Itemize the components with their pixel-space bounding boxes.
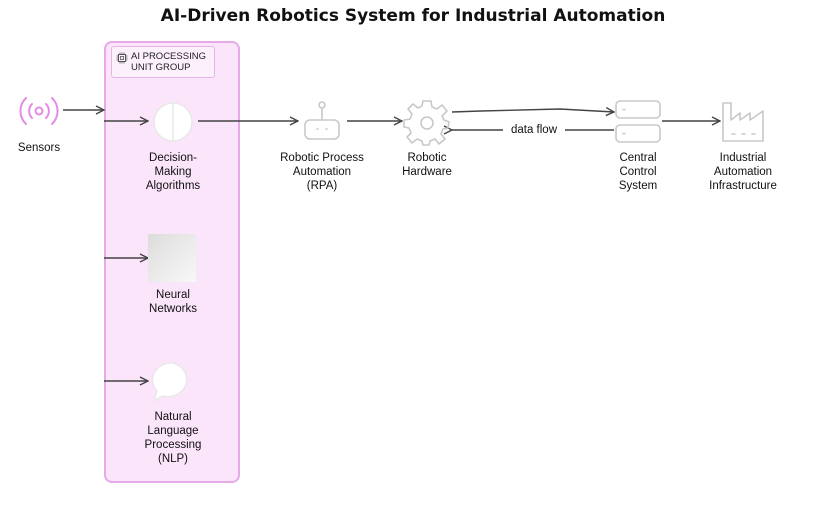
node-neural-label: Neural Networks (149, 289, 197, 315)
node-decision-label: Decision-Making Algorithms (145, 152, 201, 192)
factory-icon (722, 102, 764, 142)
broadcast-signal-icon (19, 97, 59, 125)
edge-label-data-flow: data flow (503, 123, 565, 137)
server-icon (615, 100, 661, 143)
circle-split-icon (153, 102, 193, 142)
node-sensors-label: Sensors (17, 142, 61, 154)
square-icon (148, 234, 196, 282)
diagram-title: AI-Driven Robotics System for Industrial… (160, 6, 666, 26)
node-nlp-label: Natural Language Processing (NLP) (144, 411, 202, 465)
node-rpa-label: Robotic Process Automation (RPA) (280, 152, 364, 192)
group-label: AI PROCESSING UNIT GROUP (131, 51, 206, 73)
group-label-box: AI PROCESSING UNIT GROUP (111, 46, 215, 78)
node-hardware-label: Robotic Hardware (402, 152, 452, 178)
chip-icon (116, 52, 128, 64)
edge-hardware-central (451, 109, 614, 112)
node-infra-label: Industrial Automation Infrastructure (709, 152, 777, 192)
node-central-label: Central Control System (618, 152, 658, 192)
robot-icon (304, 101, 340, 140)
gear-icon (403, 100, 450, 146)
speech-bubble-icon (151, 362, 188, 403)
